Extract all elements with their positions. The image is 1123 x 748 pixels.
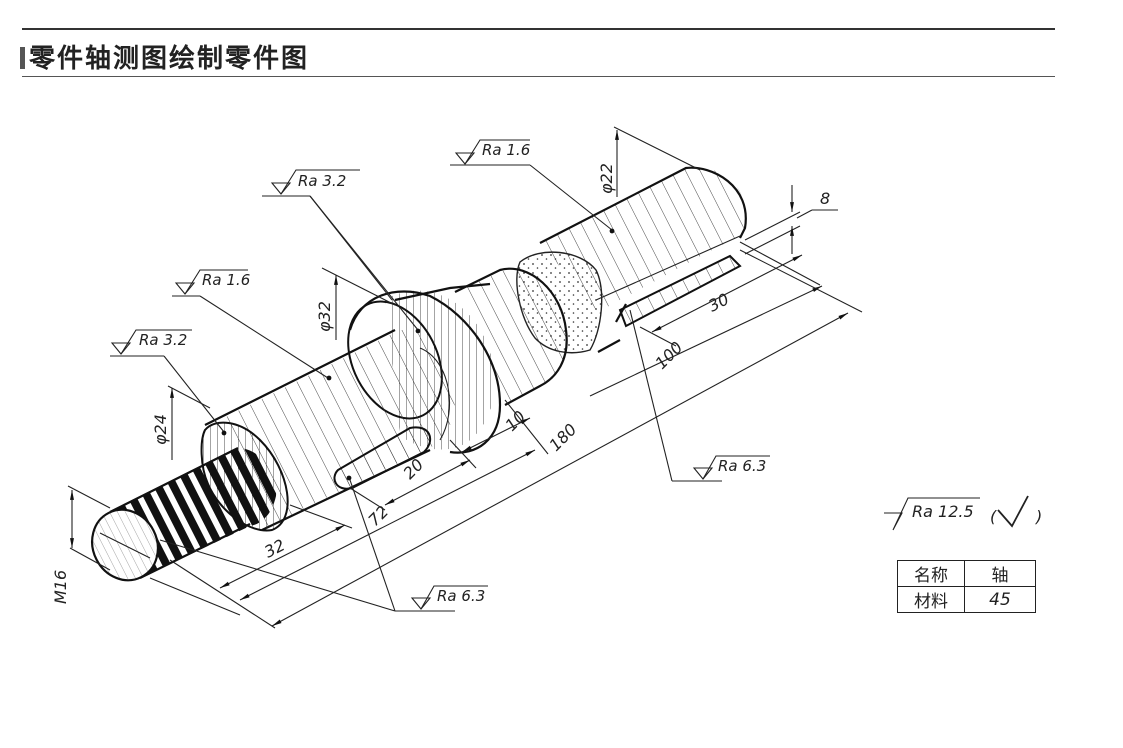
dim-72: 72 [364,502,392,530]
dim-32: 32 [261,535,288,561]
dim-100: 100 [651,338,686,373]
title-block-key: 名称 [897,560,965,587]
title-marker [20,47,25,69]
title-block-value: 45 [964,586,1036,613]
title-block: 名称 轴 材料 45 [897,560,1036,613]
dim-key-width: 8 [820,189,830,208]
general-roughness-paren-open: ( [990,507,997,526]
roughness-label: Ra 3.2 [298,172,346,190]
title-block-value: 轴 [964,560,1036,587]
thread-m16 [91,447,277,582]
roughness-label: Ra 6.3 [718,457,766,475]
page-title-text: 零件轴测图绘制零件图 [29,44,310,74]
page-title: 零件轴测图绘制零件图 [20,38,309,75]
general-roughness-paren-close: ) [1035,507,1042,526]
dim-phi32: φ32 [315,301,334,332]
roughness-symbols [110,139,1029,610]
title-block-row: 名称 轴 [897,560,1036,587]
header-top-rule [22,28,1055,30]
title-block-row: 材料 45 [897,586,1036,613]
dim-phi22: φ22 [597,163,616,194]
roughness-label: Ra 1.6 [482,141,530,159]
roughness-label: Ra 6.3 [437,587,485,605]
dim-180: 180 [545,420,580,455]
dimension-lines [67,126,863,629]
title-block-key: 材料 [897,586,965,613]
dim-phi24: φ24 [151,414,170,445]
header-bottom-rule [22,76,1055,77]
roughness-label: Ra 1.6 [202,271,250,289]
dim-m16: M16 [51,570,70,604]
roughness-leaders [110,164,722,612]
roughness-label: Ra 3.2 [139,331,187,349]
general-roughness-label: Ra 12.5 [912,502,974,521]
